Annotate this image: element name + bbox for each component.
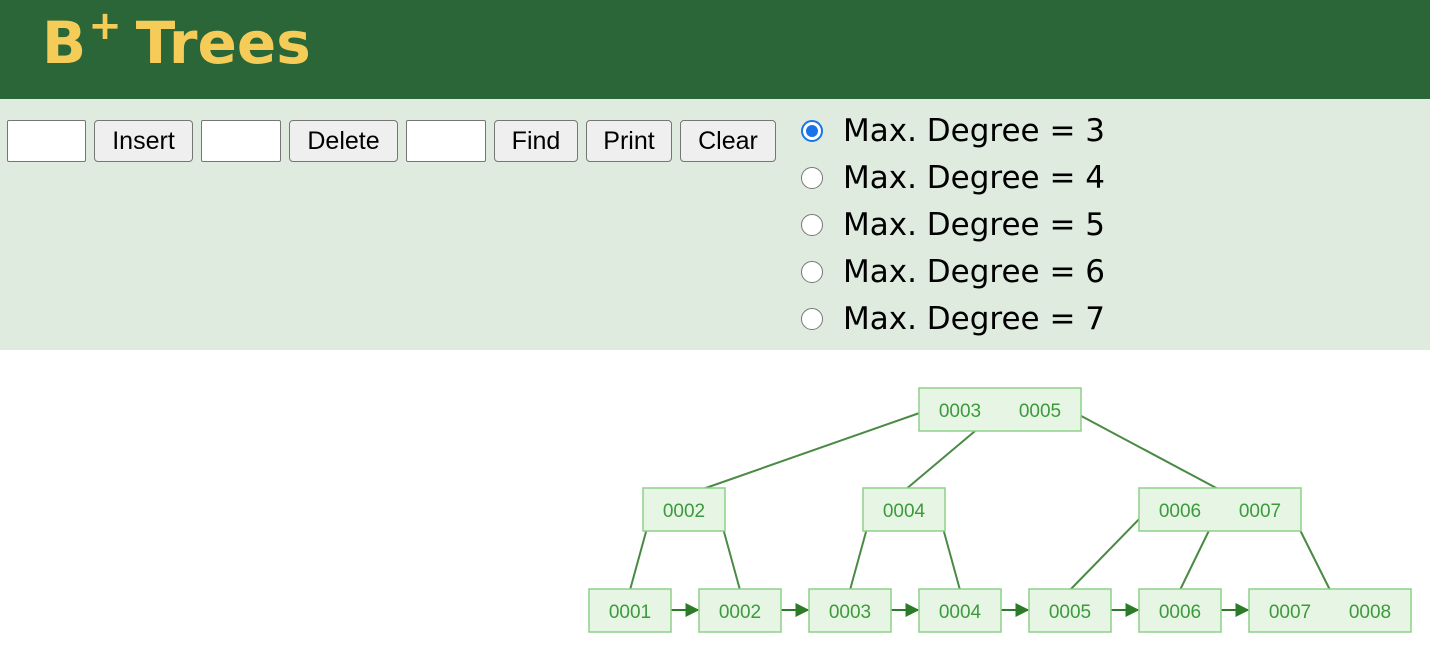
degree-option-5[interactable]: Max. Degree = 5	[800, 203, 1105, 247]
header-bar: B+ Trees	[0, 0, 1430, 99]
find-input[interactable]	[406, 120, 486, 162]
root-node[interactable]: 0003 0005	[918, 387, 1082, 432]
internal-node-1[interactable]: 0002	[642, 487, 726, 532]
internal-node-3[interactable]: 0006 0007	[1138, 487, 1302, 532]
degree-label-5: Max. Degree = 5	[843, 207, 1106, 243]
degree-option-4[interactable]: Max. Degree = 4	[800, 156, 1105, 200]
node-key: 0007	[1269, 602, 1311, 623]
edge-root-to-internal-1	[699, 409, 929, 491]
node-key: 0002	[719, 602, 761, 623]
node-key: 0005	[1049, 602, 1091, 623]
leaf-node-1[interactable]: 0001	[588, 588, 672, 633]
insert-button[interactable]: Insert	[94, 120, 193, 162]
title-b: B	[42, 9, 87, 77]
insert-input[interactable]	[7, 120, 86, 162]
node-key: 0006	[1159, 501, 1201, 522]
title-plus: +	[88, 3, 122, 49]
node-key: 0004	[939, 602, 982, 623]
edge-root-to-internal-3	[1069, 409, 1221, 491]
edge-internal-3-to-leaf-5	[1069, 509, 1149, 591]
degree-label-3: Max. Degree = 3	[843, 113, 1106, 149]
node-key: 0008	[1349, 602, 1391, 623]
degree-option-3[interactable]: Max. Degree = 3	[800, 109, 1105, 153]
node-key: 0007	[1239, 501, 1281, 522]
leaf-node-4[interactable]: 0004	[918, 588, 1002, 633]
leaf-node-7[interactable]: 0007 0008	[1248, 588, 1412, 633]
internal-node-2[interactable]: 0004	[862, 487, 946, 532]
print-button[interactable]: Print	[586, 120, 672, 162]
delete-input[interactable]	[201, 120, 281, 162]
leaf-node-5[interactable]: 0005	[1028, 588, 1112, 633]
node-key: 0003	[829, 602, 871, 623]
delete-button[interactable]: Delete	[289, 120, 398, 162]
node-key: 0003	[939, 401, 981, 422]
node-key: 0001	[609, 602, 651, 623]
radio-degree-3[interactable]	[801, 120, 823, 142]
radio-degree-6[interactable]	[801, 261, 823, 283]
node-key: 0002	[663, 501, 705, 522]
title-trees: Trees	[135, 9, 311, 77]
leaf-node-6[interactable]: 0006	[1138, 588, 1222, 633]
degree-label-6: Max. Degree = 6	[843, 254, 1106, 290]
degree-label-7: Max. Degree = 7	[843, 301, 1106, 337]
clear-button[interactable]: Clear	[680, 120, 776, 162]
node-key: 0004	[883, 501, 926, 522]
page-title: B+ Trees	[42, 3, 311, 87]
leaf-node-3[interactable]: 0003	[808, 588, 892, 633]
tree-nodes: 0003 0005 0002 0004 0006 0007 0001 0002 …	[588, 387, 1412, 633]
radio-degree-4[interactable]	[801, 167, 823, 189]
degree-option-7[interactable]: Max. Degree = 7	[800, 297, 1105, 341]
find-button[interactable]: Find	[494, 120, 578, 162]
node-key: 0005	[1019, 401, 1061, 422]
leaf-node-2[interactable]: 0002	[698, 588, 782, 633]
node-key: 0006	[1159, 602, 1201, 623]
degree-label-4: Max. Degree = 4	[843, 160, 1106, 196]
bplus-tree-canvas: 0003 0005 0002 0004 0006 0007 0001 0002 …	[588, 387, 1412, 633]
degree-option-6[interactable]: Max. Degree = 6	[800, 250, 1105, 294]
radio-degree-5[interactable]	[801, 214, 823, 236]
radio-degree-7[interactable]	[801, 308, 823, 330]
